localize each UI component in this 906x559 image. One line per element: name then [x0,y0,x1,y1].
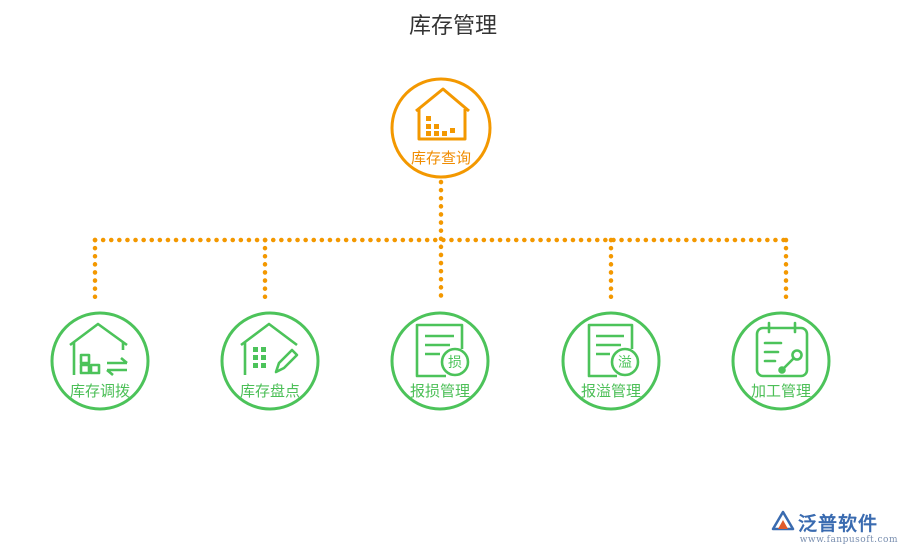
child-label-1: 库存调拨 [69,382,130,400]
child-label-4: 报溢管理 [580,382,641,400]
warehouse-check-icon [240,322,299,375]
loss-badge: 损 [448,355,462,371]
clipboard-wrench-icon [755,321,809,378]
connector-lines [92,179,789,303]
brand-logo: 泛普软件 www.fanpusoft.com [768,509,898,549]
brand-url: www.fanpusoft.com [799,535,898,545]
document-overflow-icon [587,323,640,378]
child-node-3[interactable] [390,311,490,411]
brand-logo-icon [771,510,795,531]
page-title: 库存管理 [408,14,497,39]
child-label-3: 报损管理 [409,382,470,400]
root-label: 库存查询 [410,149,471,167]
warehouse-chart-icon [415,87,470,141]
child-node-4[interactable] [561,311,661,411]
child-node-5[interactable] [731,311,831,411]
child-label-2: 库存盘点 [239,382,300,400]
brand-name: 泛普软件 [798,513,879,535]
warehouse-transfer-icon [69,322,128,376]
child-node-2[interactable] [220,311,320,411]
document-loss-icon [415,323,470,378]
overflow-badge: 溢 [618,355,632,371]
child-label-5: 加工管理 [750,382,811,400]
child-node-1[interactable] [50,311,150,411]
root-node[interactable] [390,77,492,179]
